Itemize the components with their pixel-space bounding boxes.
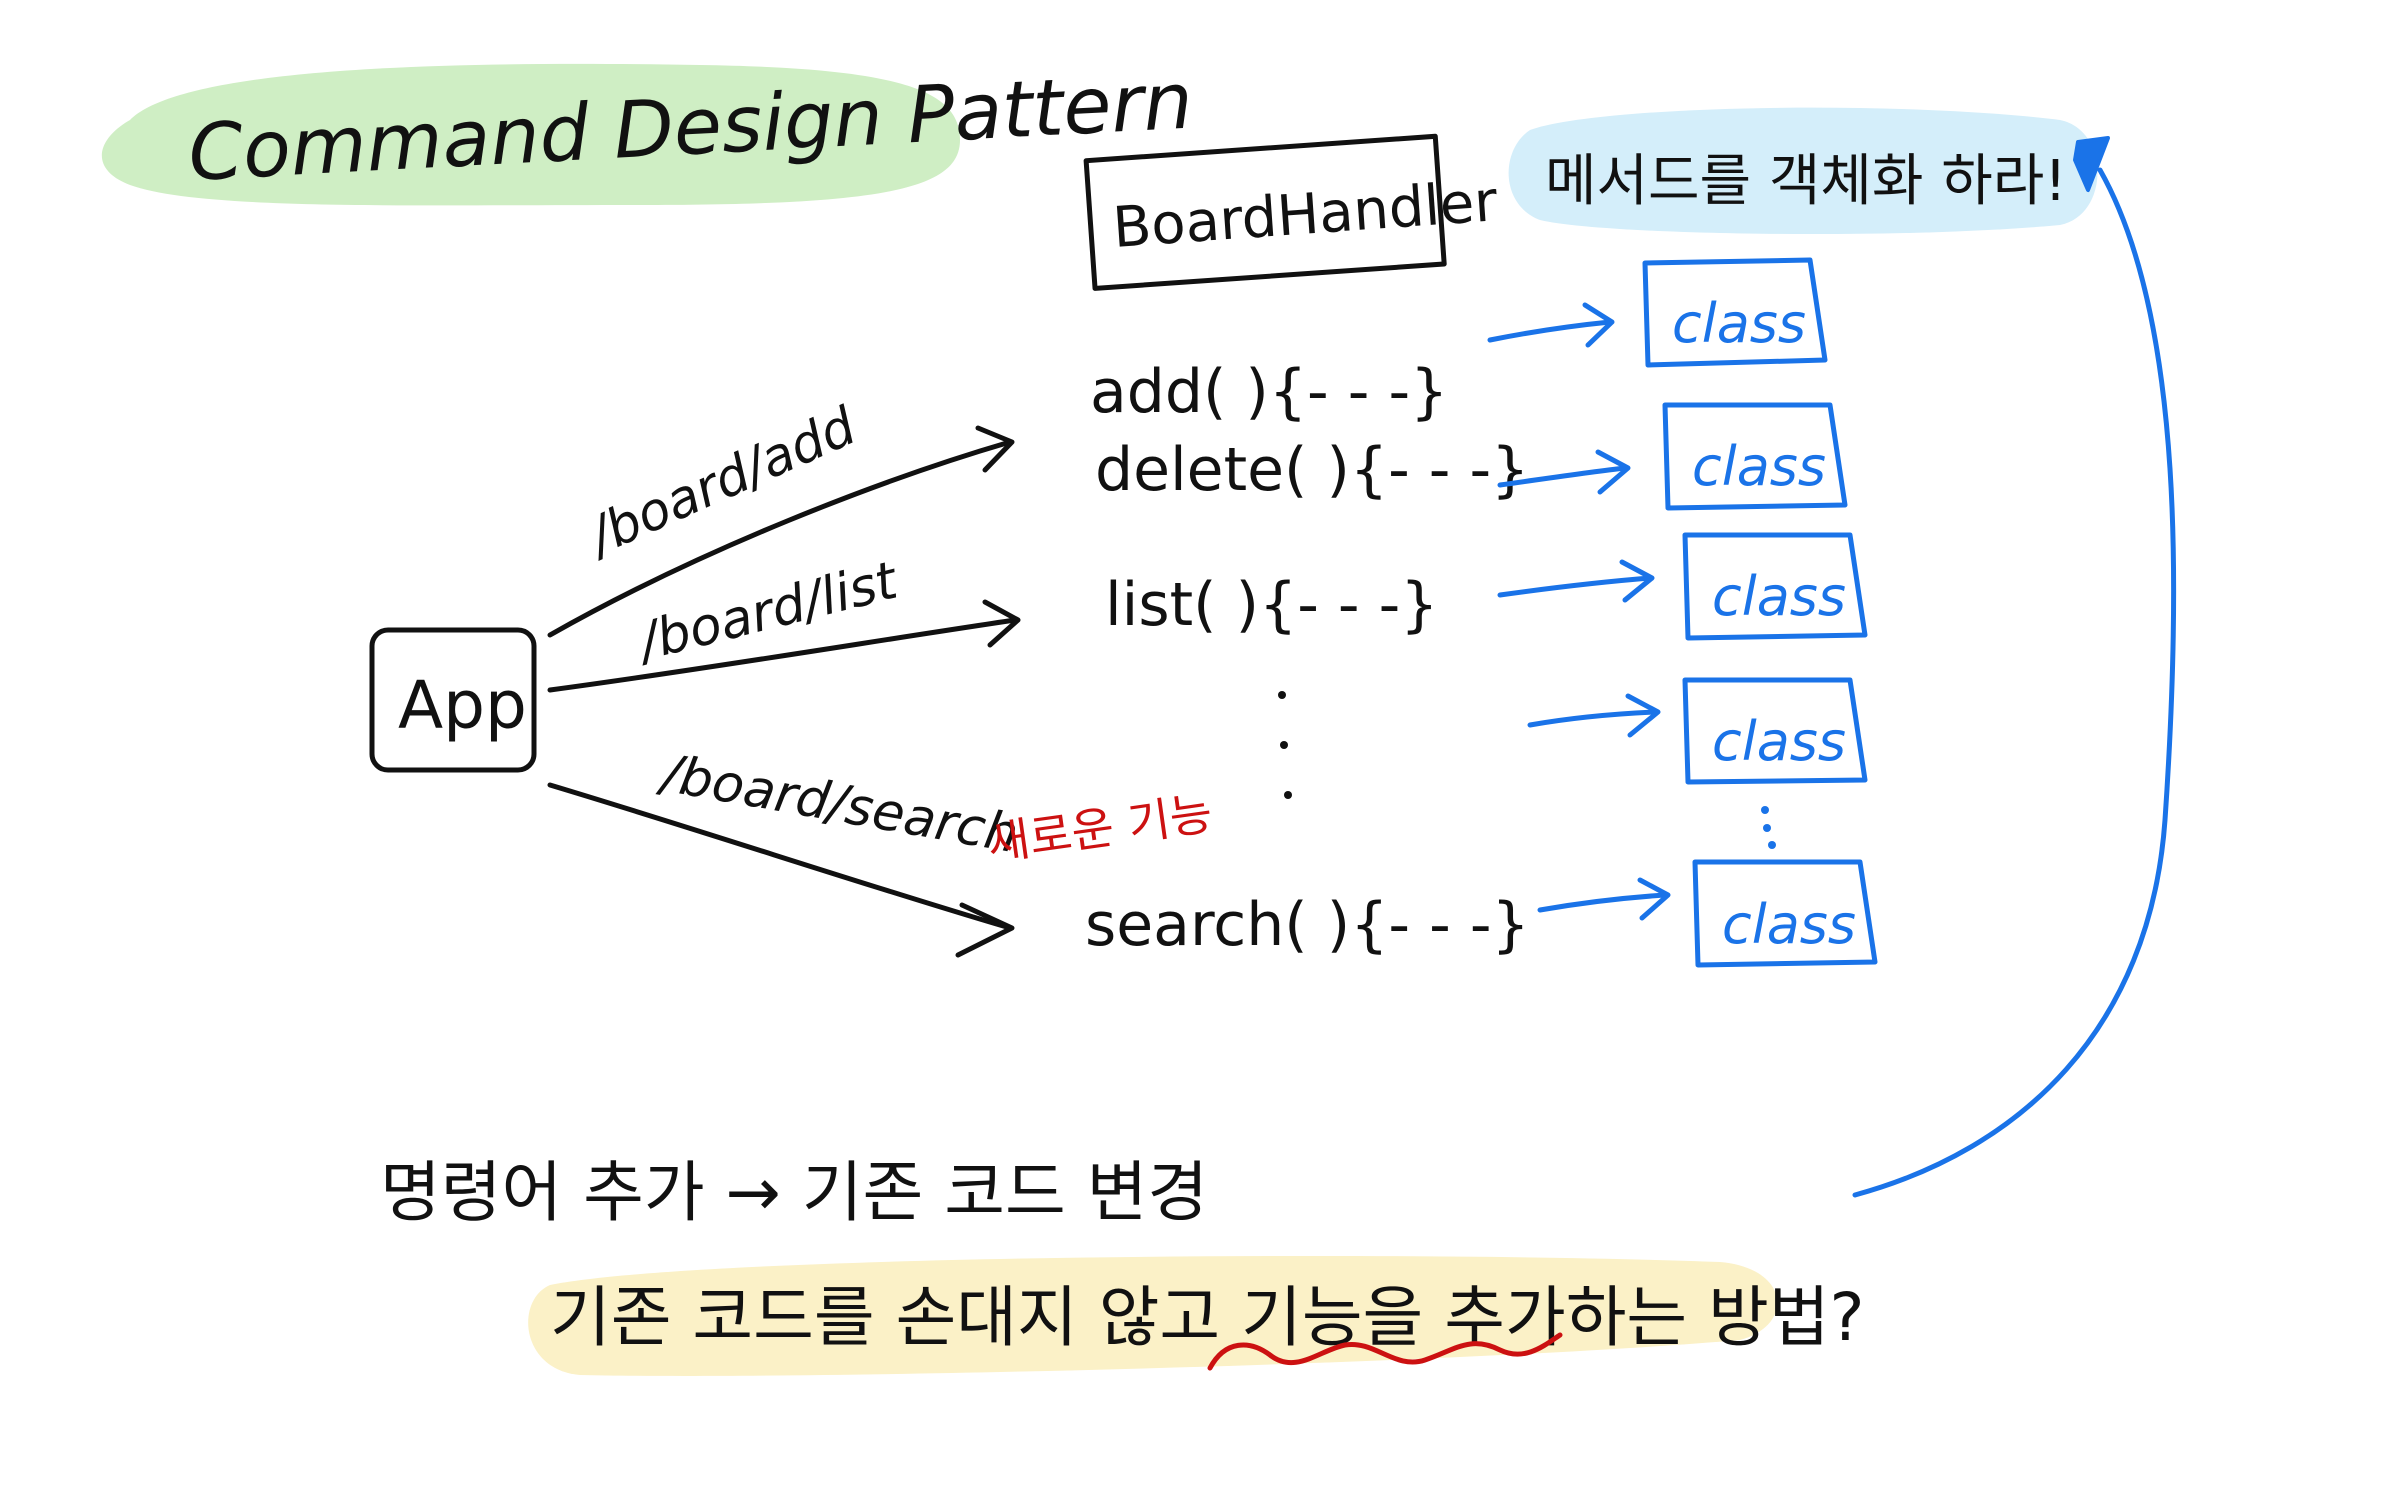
method-delete: delete( ){- - -} — [1095, 435, 1529, 505]
class-arrow-4 — [1527, 693, 1661, 738]
title-highlight — [101, 63, 961, 206]
method-note: 메서드를 객체화 하라! — [1545, 149, 2067, 214]
route-label-search: /board/search — [654, 743, 1023, 865]
class-label-3: class — [1712, 565, 1846, 628]
app-box: App — [369, 627, 537, 773]
new-feature-note: 새로운 기능 — [984, 786, 1216, 871]
route-arrow-list — [547, 599, 1021, 693]
class-arrow-1 — [1487, 302, 1615, 348]
route-arrow-add — [547, 425, 1015, 638]
route-label-add: /board/add — [577, 396, 865, 568]
board-handler-box: BoardHandler — [1083, 133, 1500, 291]
class-label-5: class — [1722, 893, 1856, 956]
method-list: list( ){- - -} — [1105, 570, 1438, 640]
class-box-2: class — [1662, 402, 1848, 511]
route-arrow-search — [547, 782, 1015, 958]
problem-line: 명령어 추가 → 기존 코드 변경 — [380, 1154, 1208, 1231]
method-search: search( ){- - -} — [1085, 890, 1530, 960]
question-line: 기존 코드를 손대지 않고 기능을 추가하는 방법? — [550, 1279, 1865, 1356]
class-label-4: class — [1712, 710, 1846, 773]
class-box-4: class — [1682, 677, 1868, 785]
return-arrow — [1852, 136, 2177, 1198]
method-ellipsis — [1278, 691, 1292, 799]
class-arrow-2 — [1497, 449, 1631, 495]
class-box-5: class — [1692, 859, 1878, 968]
class-label-1: class — [1672, 292, 1806, 355]
route-label-list: /board/list — [630, 551, 905, 674]
class-ellipsis — [1761, 806, 1776, 849]
class-box-1: class — [1642, 257, 1828, 368]
method-add: add( ){- - -} — [1090, 357, 1448, 427]
class-box-3: class — [1682, 532, 1868, 641]
app-label: App — [398, 667, 527, 744]
class-label-2: class — [1692, 435, 1826, 498]
class-arrow-3 — [1497, 559, 1655, 603]
class-arrow-5 — [1537, 877, 1671, 921]
red-squiggle-underline — [1207, 1332, 1563, 1371]
method-note-highlight — [1508, 107, 2098, 235]
